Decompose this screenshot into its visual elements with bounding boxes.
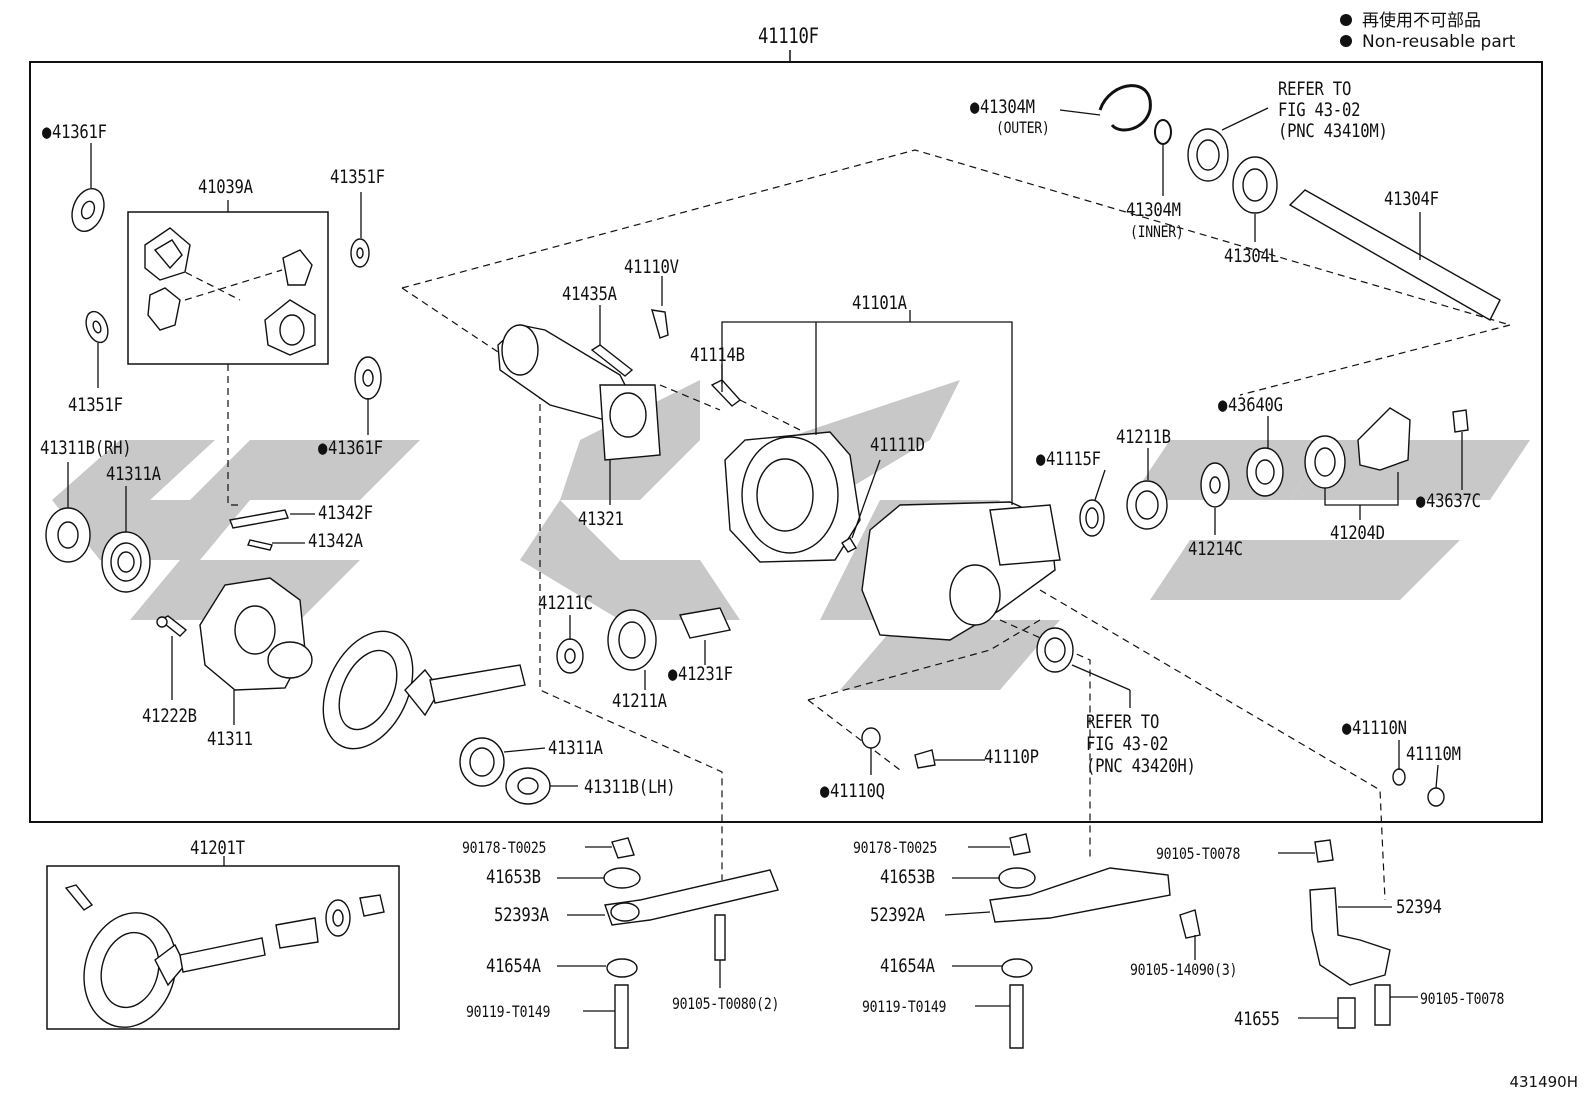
label-41304M-outer[interactable]: 41304M xyxy=(970,96,1035,118)
label-41201T[interactable]: 41201T xyxy=(190,837,245,859)
label-41101A[interactable]: 41101A xyxy=(852,292,907,314)
label-41655[interactable]: 41655 xyxy=(1234,1008,1280,1030)
label-41304L[interactable]: 41304L xyxy=(1224,245,1279,267)
label-43640G[interactable]: 43640G xyxy=(1218,394,1283,416)
leader-lines xyxy=(67,107,1463,1019)
label-52394[interactable]: 52394 xyxy=(1396,896,1442,918)
label-outer: (OUTER) xyxy=(996,118,1050,137)
label-41110F[interactable]: 41110F xyxy=(758,24,819,48)
main-assembly-frame xyxy=(29,61,1543,823)
label-41653B-left[interactable]: 41653B xyxy=(486,866,541,888)
label-41342F[interactable]: 41342F xyxy=(318,502,373,524)
label-inner: (INNER) xyxy=(1130,222,1184,241)
refer-a-line1: REFER TO xyxy=(1278,78,1352,100)
label-41211C[interactable]: 41211C xyxy=(538,592,593,614)
label-43637C[interactable]: 43637C xyxy=(1416,490,1481,512)
label-41311[interactable]: 41311 xyxy=(207,728,253,750)
label-41342A[interactable]: 41342A xyxy=(308,530,363,552)
refer-a-line3[interactable]: (PNC 43410M) xyxy=(1278,120,1388,142)
label-41110V[interactable]: 41110V xyxy=(624,256,679,278)
kit-box-41201T xyxy=(46,865,400,1030)
label-41304F[interactable]: 41304F xyxy=(1384,188,1439,210)
non-reusable-dot-icon xyxy=(1340,35,1352,47)
label-41110P[interactable]: 41110P xyxy=(984,746,1039,768)
refer-a-line2: FIG 43-02 xyxy=(1278,99,1361,121)
label-41351F-bot[interactable]: 41351F xyxy=(68,394,123,416)
label-90178-T0025-left[interactable]: 90178-T0025 xyxy=(462,838,547,857)
label-52393A[interactable]: 52393A xyxy=(494,904,549,926)
label-41351F-top[interactable]: 41351F xyxy=(330,166,385,188)
part-drawings xyxy=(45,84,1501,1049)
label-41361F-top[interactable]: 41361F xyxy=(42,121,107,143)
label-41039A[interactable]: 41039A xyxy=(198,176,253,198)
label-41204D[interactable]: 41204D xyxy=(1330,522,1385,544)
label-41435A[interactable]: 41435A xyxy=(562,283,617,305)
figure-number: 431490H xyxy=(1509,1073,1578,1091)
refer-b-line3[interactable]: (PNC 43420H) xyxy=(1086,755,1196,777)
label-41110N[interactable]: 41110N xyxy=(1342,717,1407,739)
label-90119-T0149-right[interactable]: 90119-T0149 xyxy=(862,997,947,1016)
label-41211B[interactable]: 41211B xyxy=(1116,426,1171,448)
label-41311B-rh[interactable]: 41311B(RH) xyxy=(40,437,132,459)
legend-english: Non-reusable part xyxy=(1340,32,1515,52)
label-41654A-right[interactable]: 41654A xyxy=(880,955,935,977)
watermark-logo xyxy=(52,380,1530,690)
label-41311A-left[interactable]: 41311A xyxy=(106,463,161,485)
label-90105-T0078-bot[interactable]: 90105-T0078 xyxy=(1420,989,1505,1008)
label-41361F-mid[interactable]: 41361F xyxy=(318,437,383,459)
refer-b-line2: FIG 43-02 xyxy=(1086,733,1169,755)
thrust-washer-41361F-top xyxy=(71,187,105,233)
label-90105-T0080[interactable]: 90105-T0080(2) xyxy=(672,994,780,1013)
label-41110M[interactable]: 41110M xyxy=(1406,743,1461,765)
label-41211A[interactable]: 41211A xyxy=(612,690,667,712)
label-41321[interactable]: 41321 xyxy=(578,508,624,530)
non-reusable-dot-icon xyxy=(1340,14,1352,26)
label-41311A-right[interactable]: 41311A xyxy=(548,737,603,759)
label-41653B-right[interactable]: 41653B xyxy=(880,866,935,888)
refer-b-line1: REFER TO xyxy=(1086,711,1160,733)
label-90105-14090[interactable]: 90105-14090(3) xyxy=(1130,960,1238,979)
label-41111D[interactable]: 41111D xyxy=(870,434,925,456)
label-52392A[interactable]: 52392A xyxy=(870,904,925,926)
legend-japanese: 再使用不可部品 xyxy=(1340,6,1481,31)
label-41115F[interactable]: 41115F xyxy=(1036,448,1101,470)
label-41110Q[interactable]: 41110Q xyxy=(820,780,885,802)
label-41304M-inner[interactable]: 41304M xyxy=(1126,199,1181,221)
label-41214C[interactable]: 41214C xyxy=(1188,538,1243,560)
label-41654A-left[interactable]: 41654A xyxy=(486,955,541,977)
label-90105-T0078-top[interactable]: 90105-T0078 xyxy=(1156,844,1241,863)
label-90178-T0025-right[interactable]: 90178-T0025 xyxy=(853,838,938,857)
label-41222B[interactable]: 41222B xyxy=(142,705,197,727)
label-90119-T0149-left[interactable]: 90119-T0149 xyxy=(466,1002,551,1021)
label-41311B-lh[interactable]: 41311B(LH) xyxy=(584,776,676,798)
label-41114B[interactable]: 41114B xyxy=(690,344,745,366)
label-41231F[interactable]: 41231F xyxy=(668,663,733,685)
